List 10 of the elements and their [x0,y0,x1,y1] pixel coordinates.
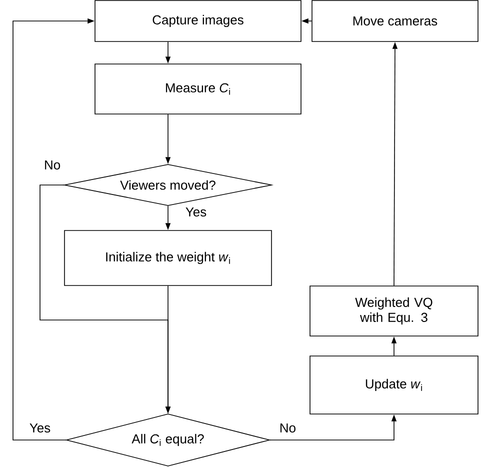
edge-label: No [278,422,298,434]
process-box: Initialize the weight w$_{i}$ [64,230,272,286]
process-box: Update w$_{i}$ [310,356,478,414]
edge-label: No [42,159,62,171]
process-box: Weighted VQ with Equ. 3 [310,286,478,336]
process-box: Move cameras [312,0,478,42]
edge-label: Yes [184,206,208,218]
edge-label: Yes [28,422,52,434]
process-box: Capture images [94,0,302,42]
process-box: Measure C$_{i}$ [94,64,302,114]
